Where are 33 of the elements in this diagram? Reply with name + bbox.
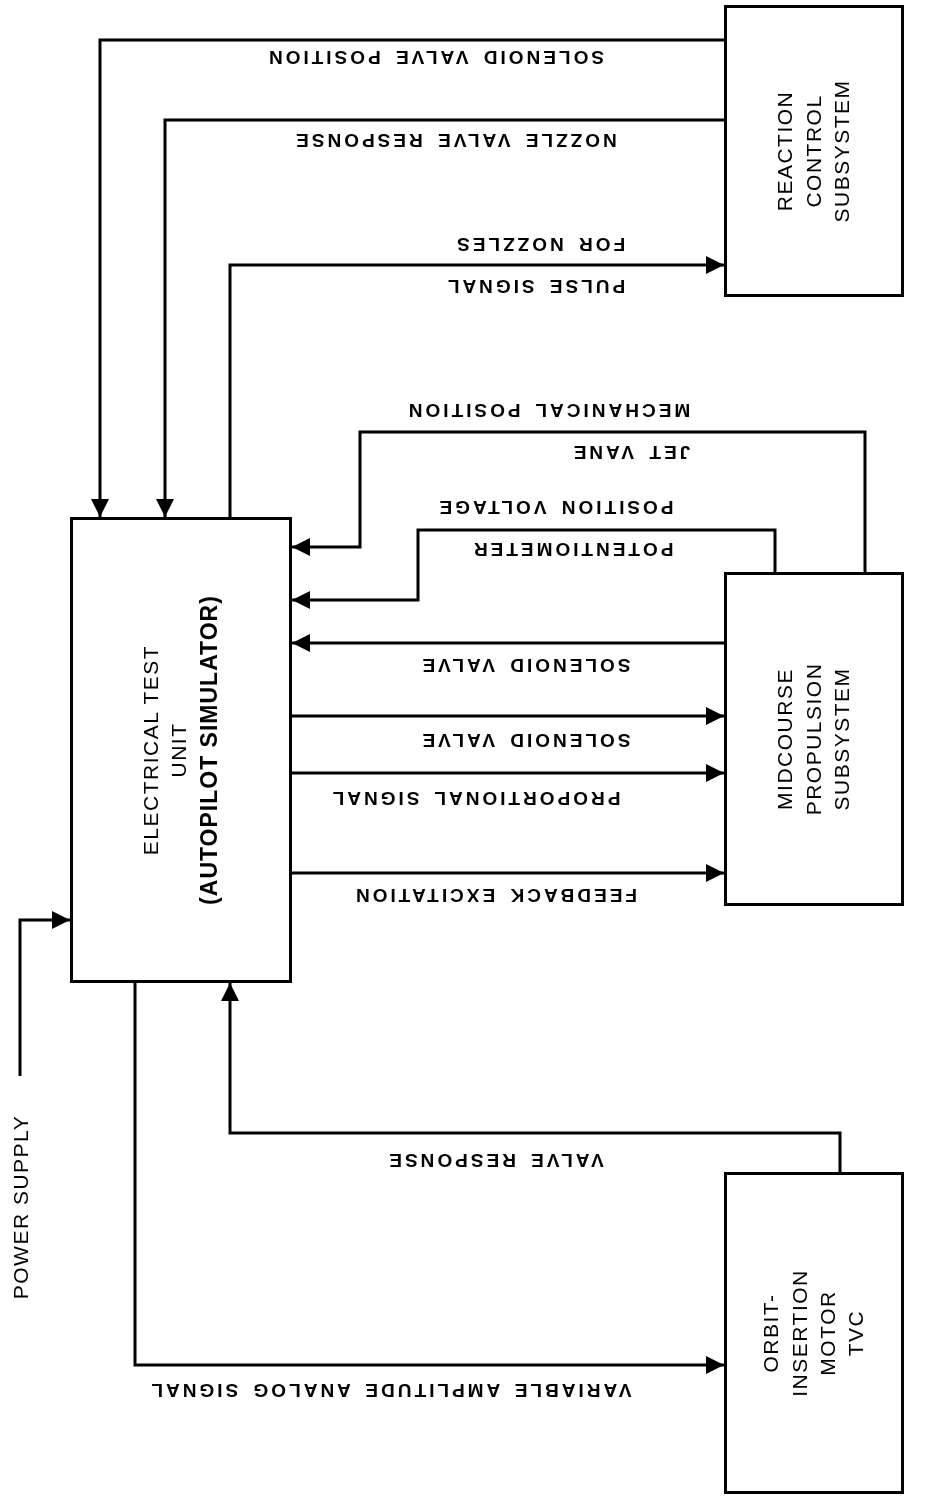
- edge-label: PROPORTIONAL SIGNAL: [329, 787, 621, 811]
- process-box: [70, 517, 292, 983]
- arrow: [156, 118, 724, 517]
- arrow: [18, 911, 70, 1076]
- edge-label: VARIABLE AMPLITUDE ANALOG SIGNAL: [148, 1379, 632, 1403]
- node-label: POWER SUPPLY: [7, 1114, 33, 1300]
- edge-label: NOZZLE VALVE RESPONSE: [293, 129, 617, 153]
- edge-label: FEEDBACK EXCITATION: [352, 884, 638, 908]
- edge-label: VALVE RESPONSE: [386, 1149, 604, 1173]
- box-label: MIDCOURSE PROPULSION SUBSYSTEM: [772, 661, 855, 818]
- edge-label: SOLENOID VALVE POSITION: [265, 46, 605, 70]
- edge-label: PULSE SIGNAL FOR NOZZLES: [444, 233, 626, 299]
- arrow: [292, 707, 724, 725]
- edge-label: POTENTIOMETER POSITION VOLTAGE: [436, 496, 674, 562]
- arrow: [292, 864, 724, 882]
- box-label: REACTION CONTROL SUBSYSTEM: [772, 78, 855, 225]
- arrow: [292, 430, 867, 572]
- arrow: [292, 764, 724, 782]
- edge-label: SOLENOID VALVE: [419, 729, 631, 753]
- edge-label: JET VANE MECHANICAL POSITION: [405, 399, 691, 465]
- edge-label: SOLENOID VALVE: [419, 654, 631, 678]
- process-box: [724, 5, 904, 297]
- process-box: [724, 572, 904, 906]
- arrow: [292, 528, 777, 609]
- box-subtitle: (AUTOPILOT SIMULATOR): [194, 595, 223, 905]
- arrow: [91, 38, 724, 517]
- arrow: [228, 256, 724, 517]
- box-label: ELECTRICAL TEST UNIT: [138, 644, 192, 856]
- process-box: [724, 1172, 904, 1494]
- arrow: [221, 983, 842, 1172]
- arrow: [292, 634, 724, 652]
- arrow: [133, 983, 724, 1374]
- box-label: ORBIT-INSERTION MOTOR TVC: [758, 1268, 869, 1398]
